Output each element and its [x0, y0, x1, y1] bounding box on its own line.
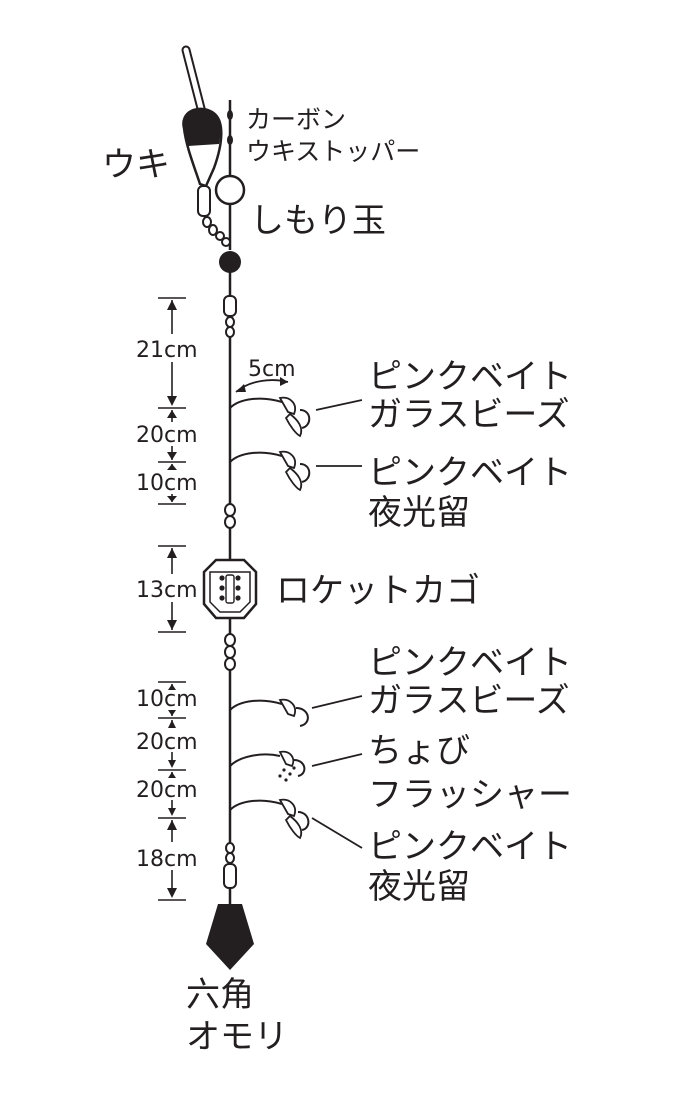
- float-icon: [181, 45, 223, 188]
- top-swivel-icon: [223, 295, 237, 338]
- dimension-arrowheads: [167, 300, 177, 898]
- dimension-label-20cm-lower-a: 20cm: [136, 730, 198, 755]
- basket-label: ロケットカゴ: [276, 571, 480, 611]
- hook1-label-line1: ピンクベイト: [368, 357, 572, 397]
- callout-line-hook3: [311, 695, 363, 709]
- dimension-markers: [158, 297, 186, 901]
- hook4-label-line2: フラッシャー: [368, 775, 572, 815]
- hook4-label-line1: ちょび: [368, 731, 470, 771]
- hook1-label-line2: ガラスビーズ: [368, 395, 570, 435]
- gap-5cm-label: 5cm: [248, 357, 296, 382]
- callout-line-hook5: [311, 817, 363, 849]
- float-label: ウキ: [102, 145, 170, 185]
- sinker-label-line1: 六角: [186, 975, 254, 1015]
- hook-noctilucent-upper: [229, 450, 311, 492]
- dimension-label-20cm-lower-b: 20cm: [136, 778, 198, 803]
- hook3-label-line1: ピンクベイト: [368, 643, 572, 683]
- hexagonal-sinker-icon: [206, 904, 254, 970]
- hook5-label-line2: 夜光留: [368, 867, 470, 907]
- bead-label: しもり玉: [250, 201, 386, 241]
- stopper-label-line2: ウキストッパー: [246, 137, 420, 166]
- dimension-label-10cm-lower: 10cm: [136, 687, 198, 712]
- hook-glass-beads-upper: [229, 396, 311, 438]
- hook3-label-line2: ガラスビーズ: [368, 681, 570, 721]
- hook5-label-line1: ピンクベイト: [368, 827, 572, 867]
- hook2-label-line2: 夜光留: [368, 493, 470, 533]
- shimori-bead-icon: [214, 174, 246, 206]
- basket-top-swivel-icon: [224, 503, 236, 560]
- carbon-stopper: [227, 110, 233, 145]
- dimension-label-10cm: 10cm: [136, 471, 198, 496]
- hook-noctilucent-lower: [229, 798, 310, 840]
- dimension-label-21cm: 21cm: [136, 338, 198, 363]
- hook2-label-line1: ピンクベイト: [368, 453, 572, 493]
- stopper-bead-icon: [219, 251, 241, 273]
- sinker-label-line2: オモリ: [186, 1017, 288, 1057]
- float-swivel-icon: [197, 185, 231, 247]
- callout-line-hook1: [315, 399, 363, 411]
- dimension-label-20cm: 20cm: [136, 423, 198, 448]
- stopper-label-line1: カーボン: [246, 105, 346, 134]
- bottom-swivel-icon: [223, 842, 237, 904]
- five-cm-arc: [235, 377, 289, 393]
- hook-glass-beads-lower: [229, 698, 309, 727]
- dimension-label-13cm: 13cm: [136, 578, 198, 603]
- hook-flasher: [229, 750, 306, 782]
- basket-bottom-swivel-icon: [224, 633, 236, 671]
- dimension-label-18cm: 18cm: [136, 847, 198, 872]
- rocket-basket-icon: [202, 558, 258, 634]
- callout-line-hook4: [311, 753, 363, 767]
